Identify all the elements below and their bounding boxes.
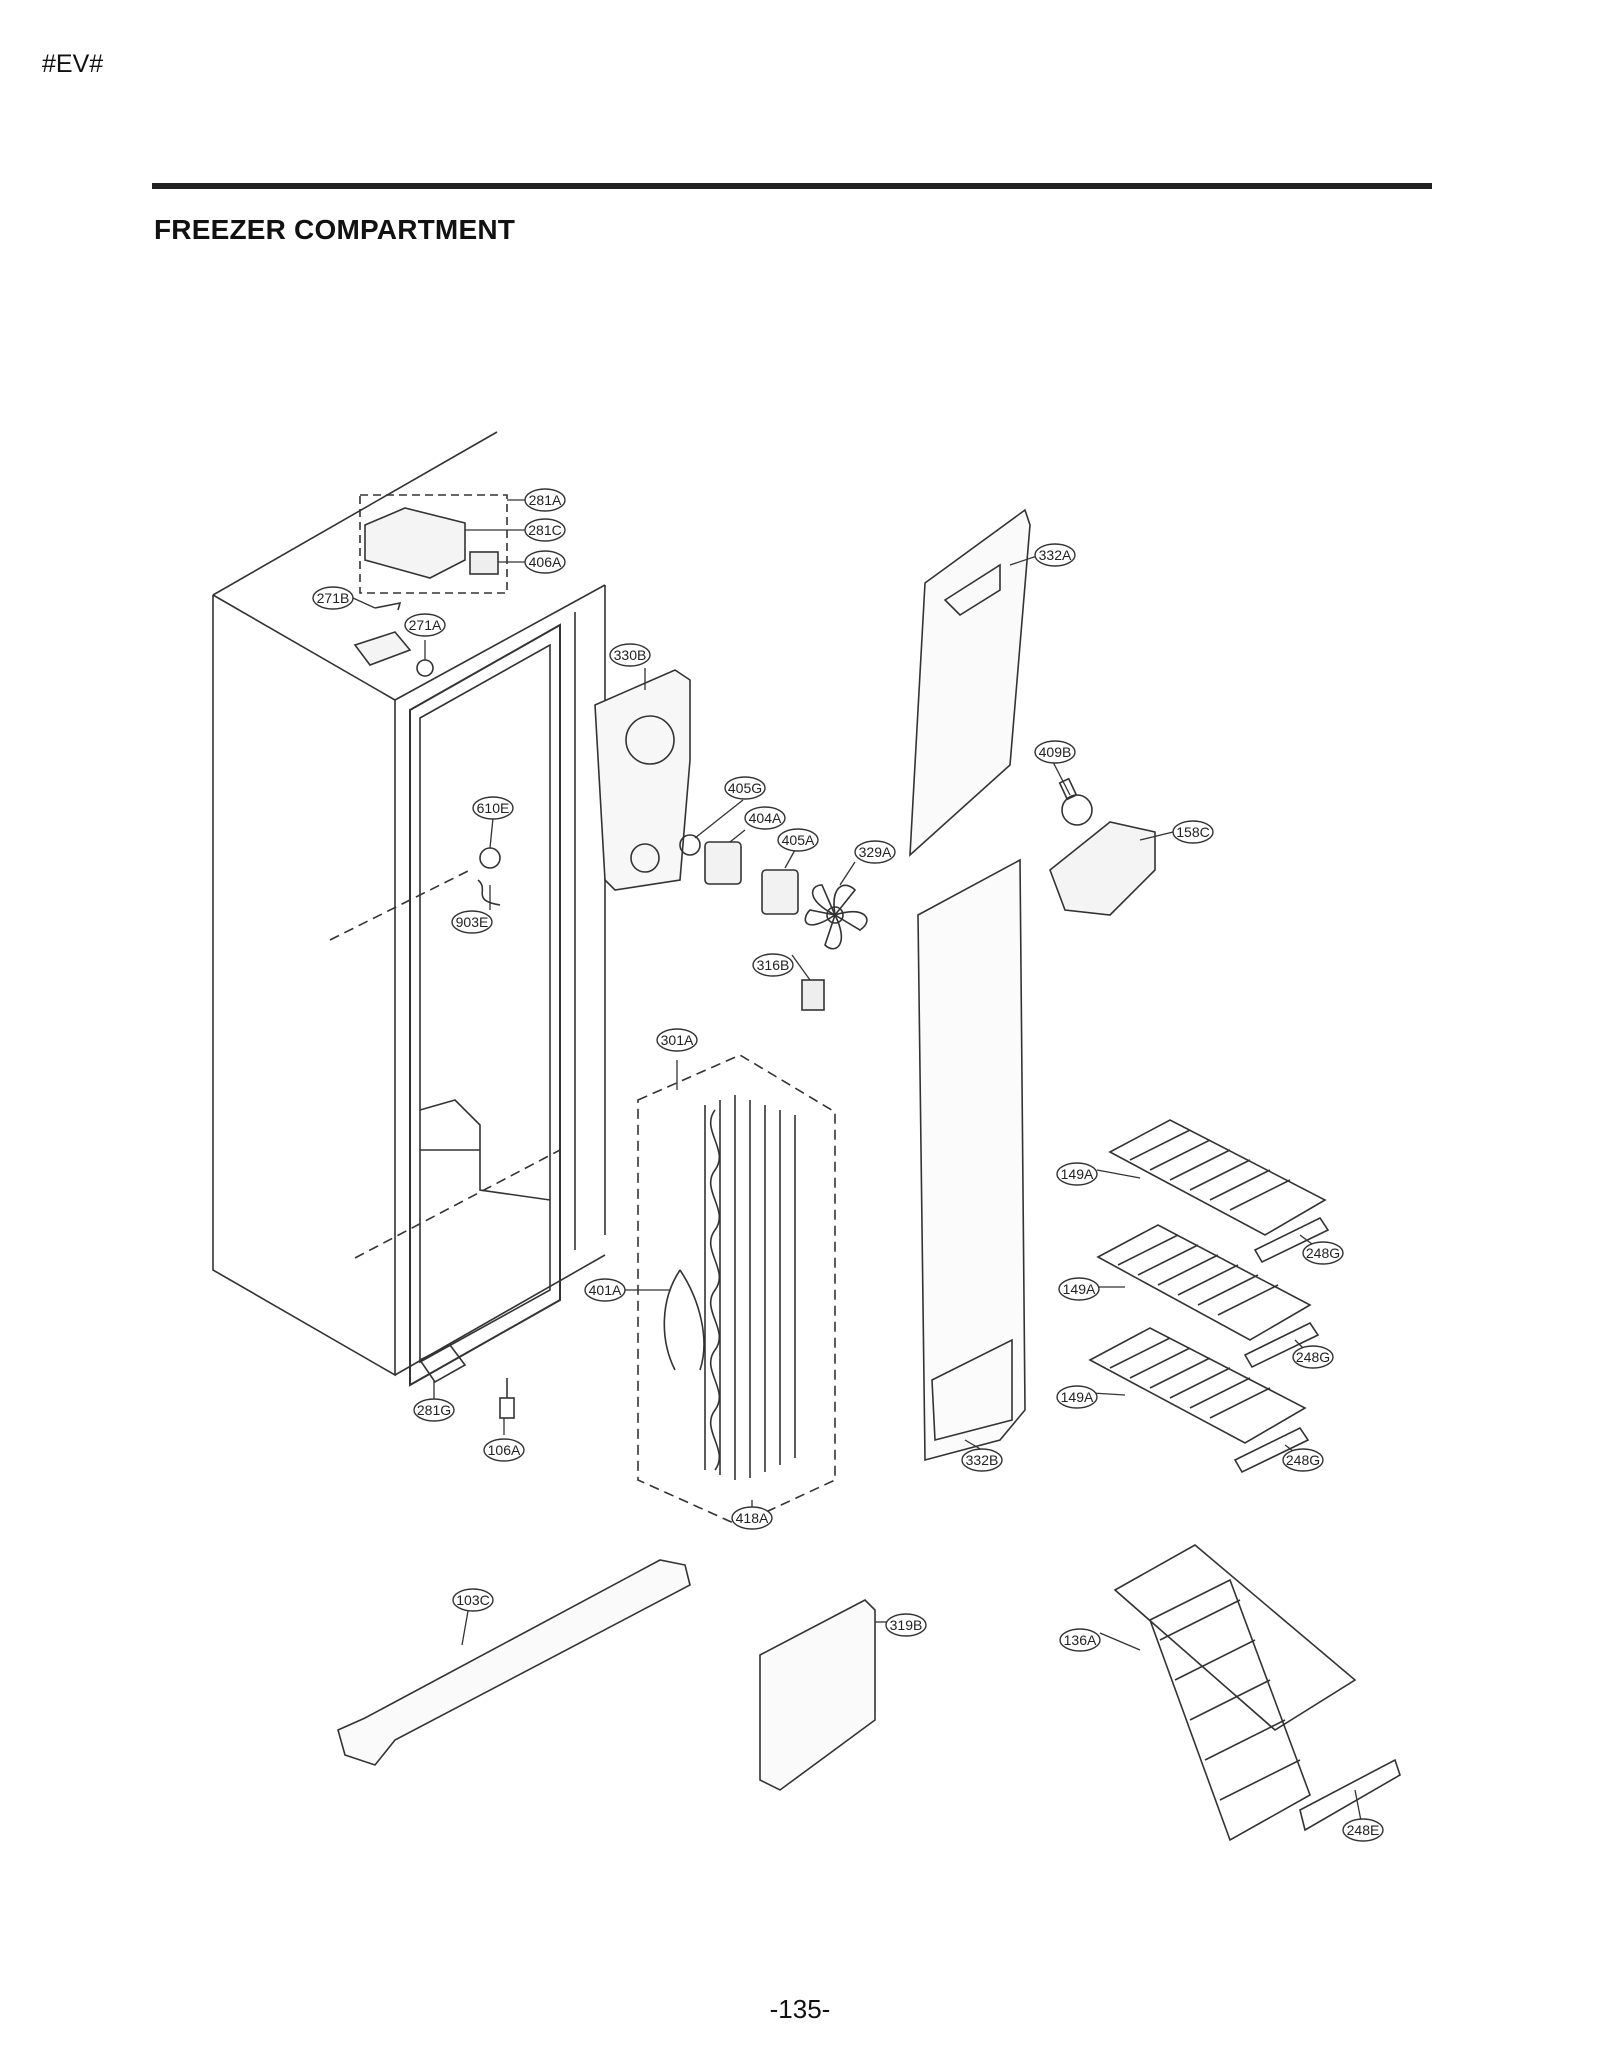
callout-271B: 271B bbox=[312, 586, 354, 610]
svg-text:106A: 106A bbox=[488, 1442, 521, 1458]
callout-405A: 405A bbox=[777, 828, 819, 852]
light-bulb bbox=[1058, 777, 1093, 826]
svg-text:316B: 316B bbox=[757, 957, 790, 973]
defrost-heater bbox=[663, 1269, 705, 1371]
upper-air-duct bbox=[909, 508, 1031, 857]
shelf-trim bbox=[1233, 1426, 1310, 1474]
svg-text:248G: 248G bbox=[1296, 1349, 1330, 1365]
svg-text:330B: 330B bbox=[614, 647, 647, 663]
evaporator-cover bbox=[759, 1599, 876, 1791]
callout-248E: 248E bbox=[1342, 1818, 1384, 1842]
svg-text:332A: 332A bbox=[1039, 547, 1072, 563]
lamp-socket bbox=[479, 847, 501, 869]
svg-text:271B: 271B bbox=[317, 590, 350, 606]
callout-332A: 332A bbox=[1034, 543, 1076, 567]
motor-grommet bbox=[679, 834, 701, 856]
page-number: -135- bbox=[769, 1994, 831, 2024]
lower-hinge bbox=[418, 1343, 467, 1384]
callout-281A: 281A bbox=[524, 488, 566, 512]
leveling-leg bbox=[499, 1397, 515, 1419]
wire-shelf-top bbox=[1108, 1119, 1327, 1236]
callout-103C: 103C bbox=[452, 1588, 494, 1612]
wire-shelf-middle bbox=[1096, 1224, 1312, 1341]
callout-903E: 903E bbox=[451, 910, 493, 934]
svg-text:149A: 149A bbox=[1061, 1389, 1094, 1405]
svg-text:405G: 405G bbox=[728, 780, 762, 796]
rear-panel bbox=[917, 858, 1026, 1462]
document-marker: #EV# bbox=[42, 50, 104, 78]
lamp-cover bbox=[1049, 821, 1156, 916]
svg-text:418A: 418A bbox=[736, 1510, 769, 1526]
control-box-assembly bbox=[359, 494, 508, 594]
callout-329A: 329A bbox=[854, 840, 896, 864]
svg-text:319B: 319B bbox=[890, 1617, 923, 1633]
svg-text:271A: 271A bbox=[409, 617, 442, 633]
callout-610E: 610E bbox=[472, 796, 514, 820]
callout-409B: 409B bbox=[1034, 740, 1076, 764]
svg-text:248G: 248G bbox=[1306, 1245, 1340, 1261]
shelf-trim bbox=[1253, 1216, 1330, 1264]
svg-text:248E: 248E bbox=[1347, 1822, 1380, 1838]
svg-text:409B: 409B bbox=[1039, 744, 1072, 760]
callout-330B: 330B bbox=[609, 643, 651, 667]
svg-text:248G: 248G bbox=[1286, 1452, 1320, 1468]
callout-106A: 106A bbox=[483, 1438, 525, 1462]
callout-136A: 136A bbox=[1059, 1628, 1101, 1652]
damper-bracket bbox=[353, 601, 434, 677]
callout-281G: 281G bbox=[413, 1398, 455, 1422]
wire-harness bbox=[477, 879, 501, 906]
svg-text:281A: 281A bbox=[529, 492, 562, 508]
callout-418A: 418A bbox=[731, 1506, 773, 1530]
svg-text:103C: 103C bbox=[456, 1592, 489, 1608]
svg-text:301A: 301A bbox=[661, 1032, 694, 1048]
callout-149A: 149A bbox=[1056, 1385, 1098, 1409]
callout-248G: 248G bbox=[1292, 1345, 1334, 1369]
callout-281C: 281C bbox=[524, 518, 566, 542]
callout-319B: 319B bbox=[885, 1613, 927, 1637]
callout-149A: 149A bbox=[1056, 1162, 1098, 1186]
callout-271A: 271A bbox=[404, 613, 446, 637]
svg-text:332B: 332B bbox=[966, 1452, 999, 1468]
svg-text:329A: 329A bbox=[859, 844, 892, 860]
wire-basket bbox=[1113, 1544, 1357, 1842]
callout-316B: 316B bbox=[752, 953, 794, 977]
svg-text:149A: 149A bbox=[1063, 1281, 1096, 1297]
shelf-trim bbox=[1243, 1321, 1320, 1369]
fan-blade bbox=[804, 884, 868, 950]
svg-text:903E: 903E bbox=[456, 914, 489, 930]
svg-text:406A: 406A bbox=[529, 554, 562, 570]
svg-text:158C: 158C bbox=[1176, 824, 1209, 840]
callout-158C: 158C bbox=[1172, 820, 1214, 844]
motor-bracket bbox=[761, 869, 799, 915]
svg-text:149A: 149A bbox=[1061, 1166, 1094, 1182]
defrost-sensor bbox=[801, 979, 825, 1011]
drawer-rail bbox=[337, 1559, 691, 1766]
callout-401A: 401A bbox=[584, 1278, 626, 1302]
basket-trim bbox=[1299, 1758, 1401, 1832]
callout-248G: 248G bbox=[1282, 1448, 1324, 1472]
callout-332B: 332B bbox=[961, 1448, 1003, 1472]
svg-text:404A: 404A bbox=[749, 810, 782, 826]
callout-149A: 149A bbox=[1058, 1277, 1100, 1301]
callout-405G: 405G bbox=[724, 776, 766, 800]
svg-text:136A: 136A bbox=[1064, 1632, 1097, 1648]
title-rule bbox=[152, 183, 1432, 189]
evaporator-assembly bbox=[637, 1054, 836, 1526]
svg-text:401A: 401A bbox=[589, 1282, 622, 1298]
callout-301A: 301A bbox=[656, 1028, 698, 1052]
callout-404A: 404A bbox=[744, 806, 786, 830]
callout-406A: 406A bbox=[524, 550, 566, 574]
freezer-cabinet bbox=[212, 431, 606, 1387]
wire-shelf-bottom bbox=[1088, 1327, 1307, 1444]
svg-text:405A: 405A bbox=[782, 832, 815, 848]
svg-text:281G: 281G bbox=[417, 1402, 451, 1418]
svg-text:281C: 281C bbox=[528, 522, 561, 538]
fan-shroud bbox=[594, 669, 691, 891]
svg-text:610E: 610E bbox=[477, 800, 510, 816]
fan-motor bbox=[704, 841, 742, 885]
callout-248G: 248G bbox=[1302, 1241, 1344, 1265]
page-title: FREEZER COMPARTMENT bbox=[154, 214, 516, 245]
